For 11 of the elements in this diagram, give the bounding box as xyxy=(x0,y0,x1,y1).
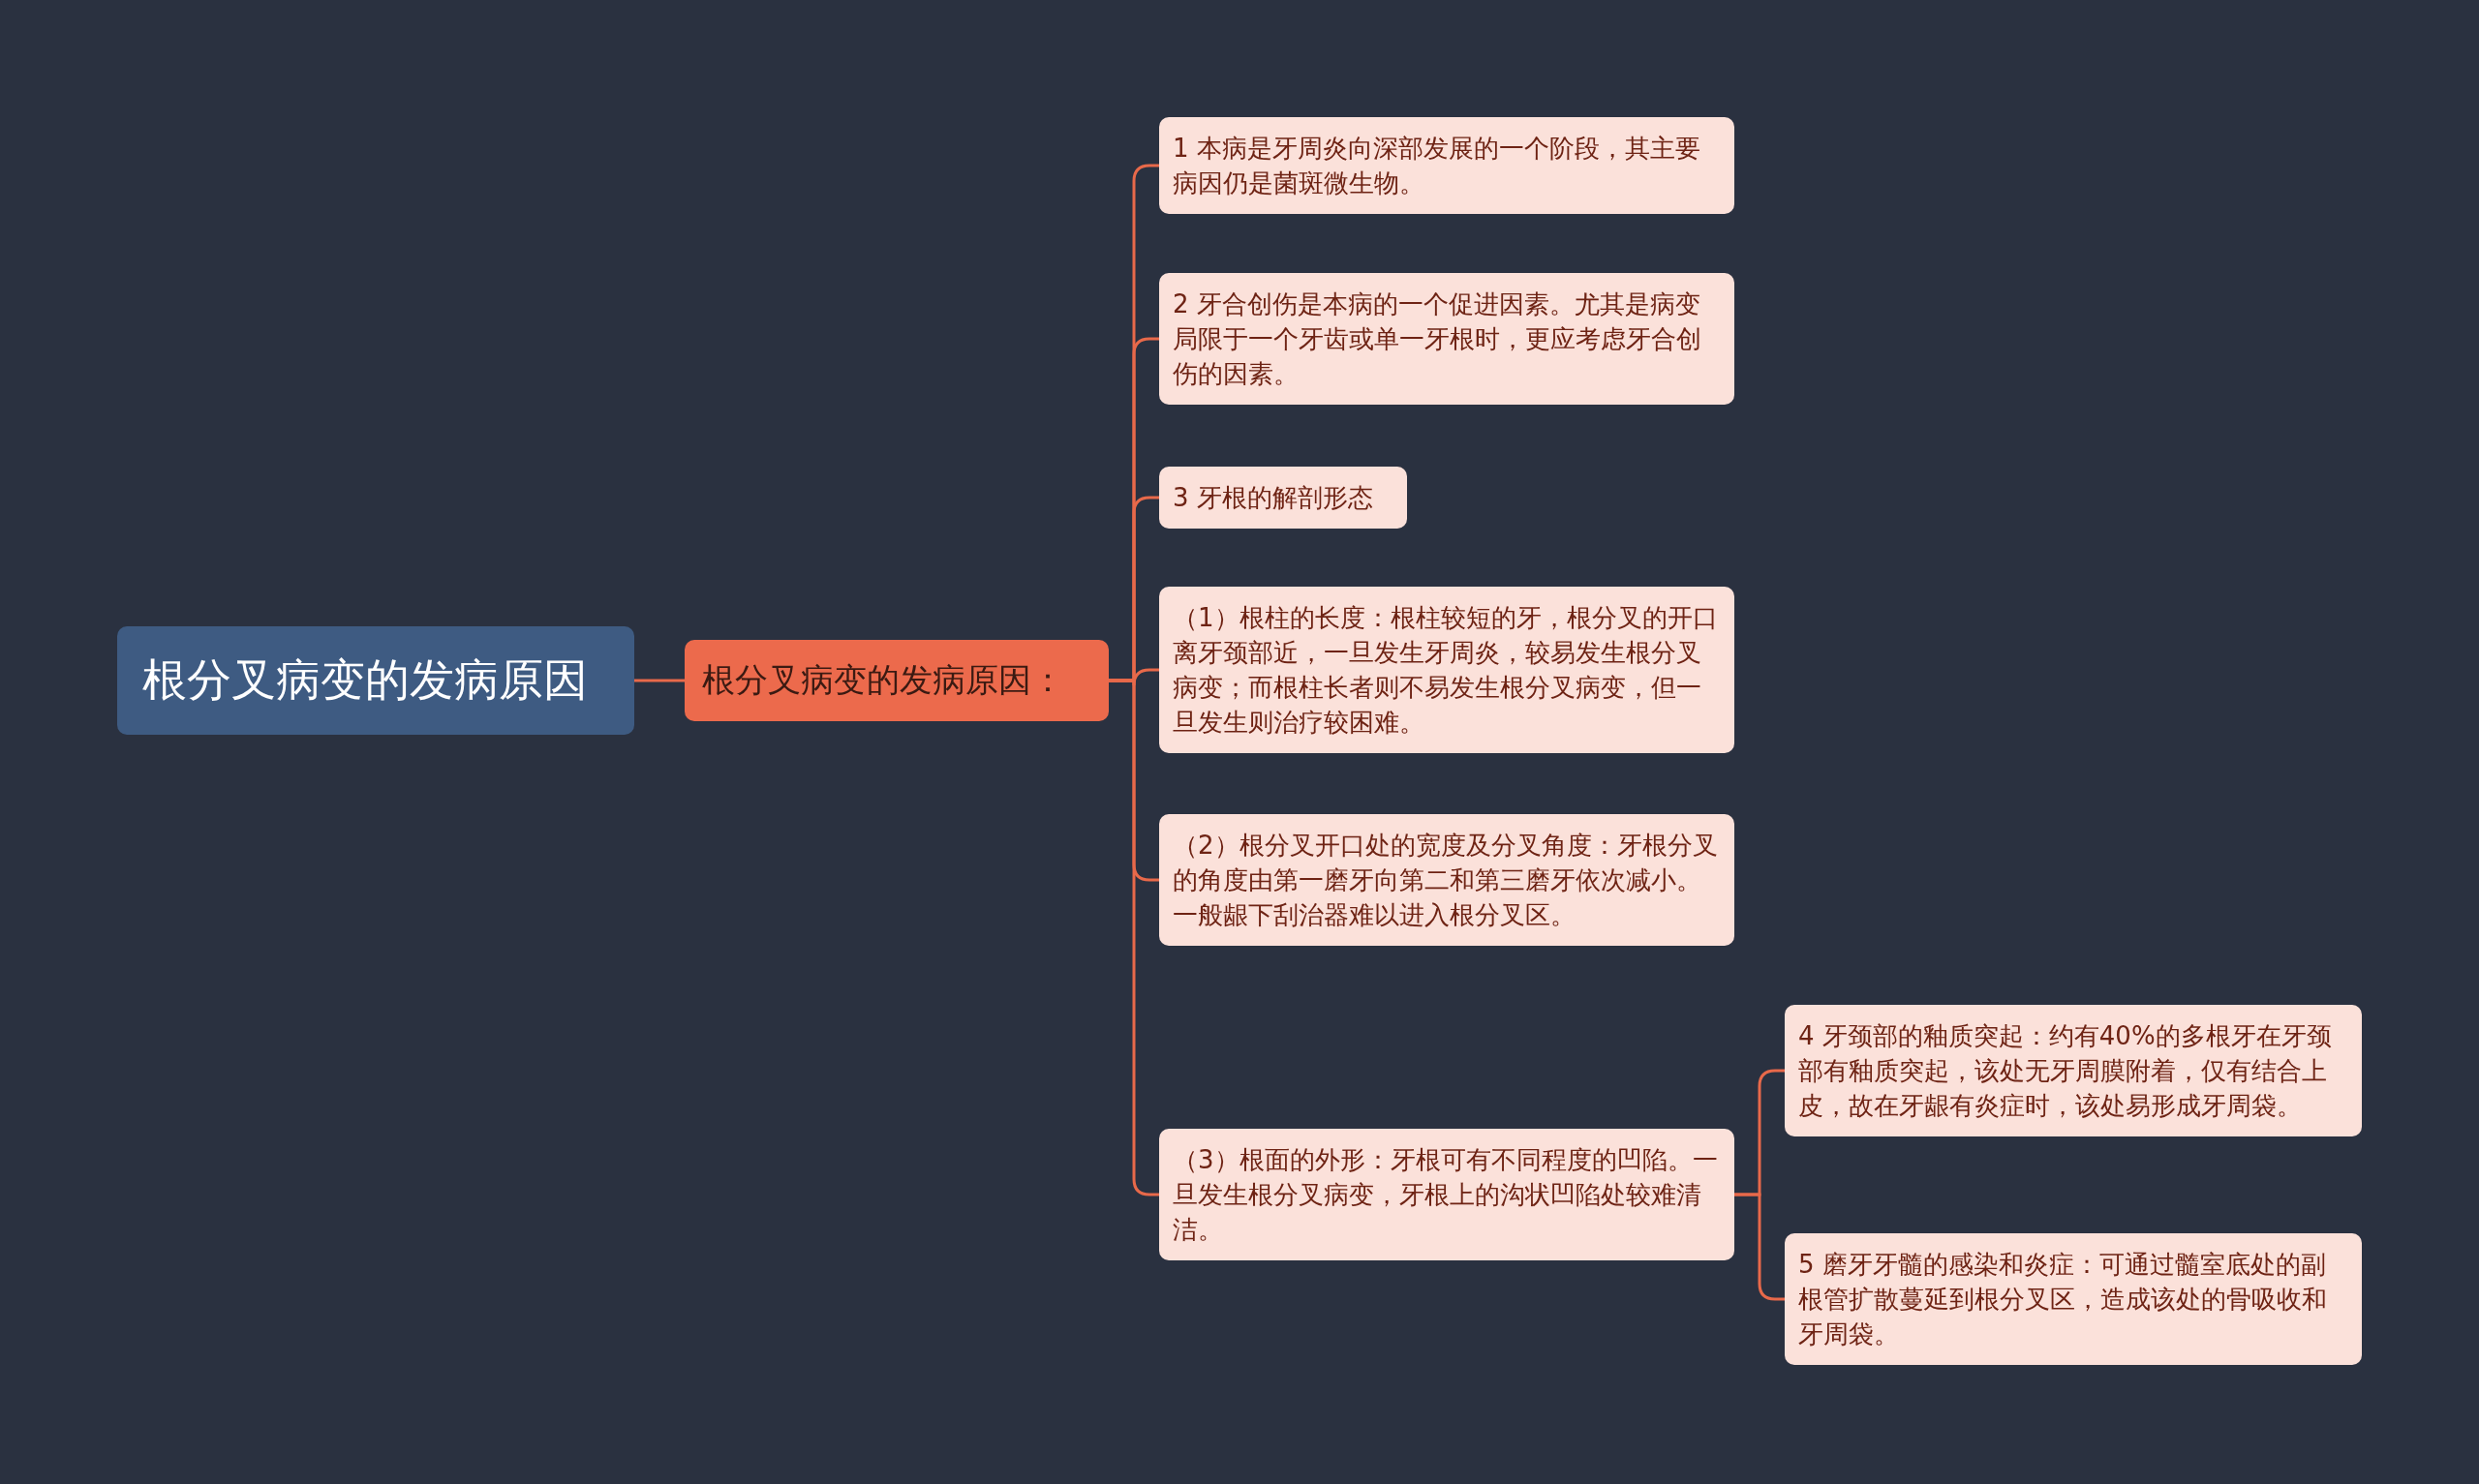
topic-box: 根分叉病变的发病原因： xyxy=(685,640,1109,721)
subtopic-box: 1 本病是牙周炎向深部发展的一个阶段，其主要病因仍是菌斑微生物。 xyxy=(1159,117,1734,214)
subtopic-box: （3）根面的外形：牙根可有不同程度的凹陷。一旦发生根分叉病变，牙根上的沟状凹陷处较难清洁。 xyxy=(1159,1129,1734,1260)
subtopic-box: 3 牙根的解剖形态 xyxy=(1159,467,1407,529)
subtopic-box: 5 磨牙牙髓的感染和炎症：可通过髓室底处的副根管扩散蔓延到根分叉区，造成该处的骨吸收和牙周袋。 xyxy=(1785,1233,2362,1365)
central-topic-box: 根分叉病变的发病原因 xyxy=(117,626,634,735)
subtopic-box: （2）根分叉开口处的宽度及分叉角度：牙根分叉的角度由第一磨牙向第二和第三磨牙依次减小。一般龈下刮治器难以进入根分叉区。 xyxy=(1159,814,1734,946)
subtopic-box: （1）根柱的长度：根柱较短的牙，根分叉的开口离牙颈部近，一旦发生牙周炎，较易发生根分叉病变；而根柱长者则不易发生根分叉病变，但一旦发生则治疗较困难。 xyxy=(1159,587,1734,753)
subtopic-box: 4 牙颈部的釉质突起：约有40%的多根牙在牙颈部有釉质突起，该处无牙周膜附着，仅有结合上皮，故在牙龈有炎症时，该处易形成牙周袋。 xyxy=(1785,1005,2362,1136)
subtopic-box: 2 牙合创伤是本病的一个促进因素。尤其是病变局限于一个牙齿或单一牙根时，更应考虑牙合创伤的因素。 xyxy=(1159,273,1734,405)
connector-line xyxy=(634,679,685,682)
